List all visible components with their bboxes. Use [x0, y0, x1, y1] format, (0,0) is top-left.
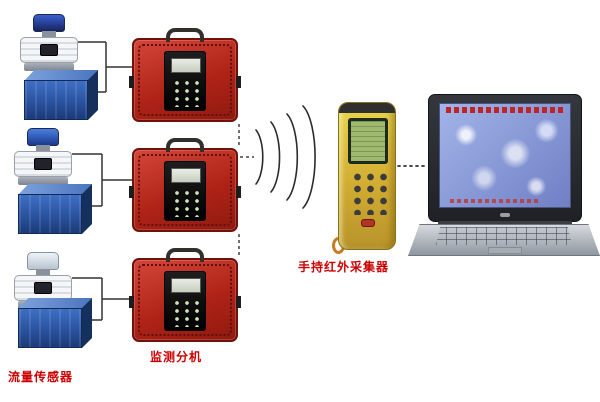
sensor-bracket-2	[72, 153, 134, 207]
flow-sensor-transmitter-2	[12, 128, 74, 186]
monitor-unit-2	[129, 138, 241, 232]
tank-top-face	[18, 298, 92, 309]
laptop	[408, 90, 600, 258]
tank-front-face	[18, 194, 82, 234]
laptop-screen-bezel	[428, 94, 582, 222]
panel-display	[171, 278, 201, 293]
sensor-tank-2	[18, 184, 92, 234]
latch-left	[129, 76, 134, 88]
box-handle	[166, 138, 204, 152]
tank-front-face	[18, 308, 82, 348]
latch-right	[236, 296, 241, 308]
transmitter-display	[40, 44, 58, 56]
flow-sensor-label: 流量传感器	[8, 370, 74, 384]
monitor-unit-daisy-chain	[238, 124, 254, 256]
laptop-keyboard	[436, 227, 572, 245]
transmitter-neck	[36, 145, 50, 151]
flow-sensor-transmitter-1	[18, 14, 80, 72]
panel-keypad	[171, 298, 201, 327]
transmitter-base	[18, 177, 68, 185]
tank-side-face	[87, 70, 98, 120]
transmitter-cap	[33, 14, 65, 32]
latch-right	[236, 186, 241, 198]
panel-display	[171, 58, 201, 73]
control-panel	[164, 51, 206, 111]
infrared-port	[339, 103, 395, 113]
box-handle	[166, 28, 204, 42]
handheld-label: 手持红外采集器	[298, 260, 390, 274]
tank-front-face	[24, 80, 88, 120]
laptop-touchpad	[488, 247, 522, 254]
tank-side-face	[81, 298, 92, 348]
rivet-frame	[138, 154, 232, 226]
latch-right	[236, 76, 241, 88]
latch-left	[129, 186, 134, 198]
panel-keypad	[171, 188, 201, 217]
monitor-unit-label: 监测分机	[150, 350, 203, 364]
laptop-display	[439, 103, 571, 208]
sensor-tank-1	[24, 70, 98, 120]
transmitter-body	[14, 151, 72, 177]
handheld-collector	[332, 100, 402, 256]
box-handle	[166, 248, 204, 262]
transmitter-display	[34, 282, 52, 294]
laptop-logo	[500, 213, 510, 217]
control-panel	[164, 161, 206, 221]
panel-display	[171, 168, 201, 183]
tank-top-face	[18, 184, 92, 195]
transmitter-neck	[36, 269, 50, 275]
lcd-screen	[351, 121, 385, 161]
handheld-body	[338, 102, 396, 250]
power-button	[361, 219, 375, 227]
tank-top-face	[24, 70, 98, 81]
transmitter-cap	[27, 252, 59, 270]
sensor-bracket-1	[78, 41, 134, 93]
transmitter-body	[20, 37, 78, 63]
transmitter-neck	[42, 31, 56, 37]
rivet-frame	[138, 44, 232, 116]
monitor-unit-3	[129, 248, 241, 342]
monitor-unit-1	[129, 28, 241, 122]
handheld-keypad	[348, 169, 388, 215]
laptop-hinge	[438, 221, 572, 226]
latch-left	[129, 296, 134, 308]
transmitter-display	[34, 158, 52, 170]
sensor-bracket-3	[72, 277, 134, 321]
rivet-frame	[138, 264, 232, 336]
tank-side-face	[81, 184, 92, 234]
transmitter-body	[14, 275, 72, 301]
screen-footer-text	[450, 199, 540, 203]
screen-title-text	[446, 107, 564, 113]
control-panel	[164, 271, 206, 331]
transmitter-cap	[27, 128, 59, 146]
panel-keypad	[171, 78, 201, 107]
transmitter-base	[24, 63, 74, 71]
lcd-bezel	[348, 118, 388, 164]
wireless-signal-icon	[255, 105, 316, 209]
sensor-tank-3	[18, 298, 92, 348]
